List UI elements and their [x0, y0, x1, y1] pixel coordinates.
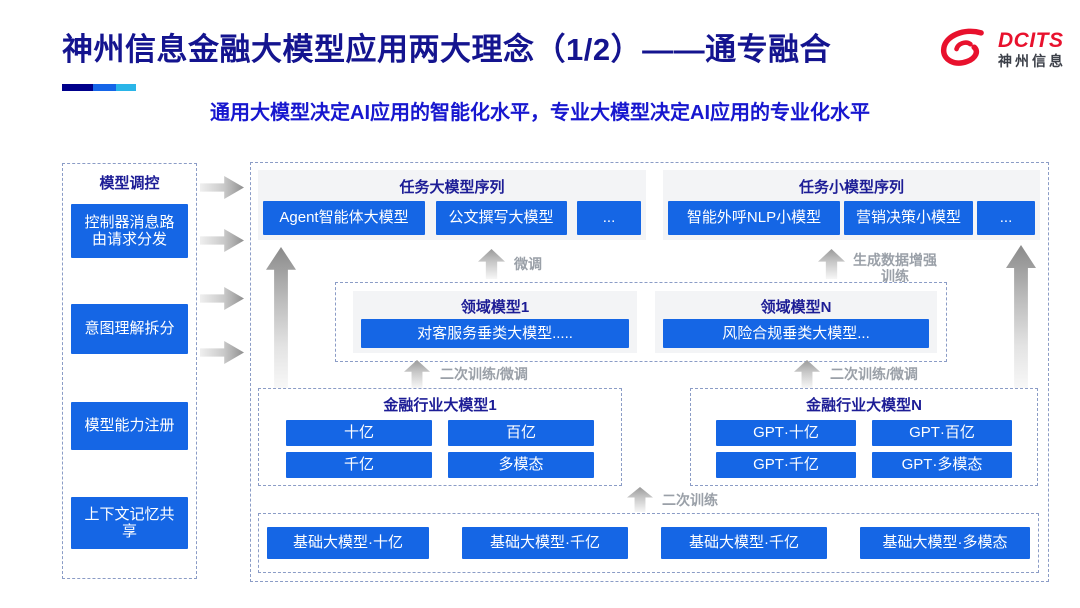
node-document-writing-large-model: 公文撰写大模型 — [435, 201, 567, 235]
node-more-small-models: ... — [977, 201, 1035, 235]
arrow-right-icon — [200, 229, 244, 252]
dcits-logo: DCITS 神州信息 — [938, 18, 1070, 80]
industry-model-n-title: 金融行业大模型N — [806, 397, 922, 414]
node-gpt-hundred-billion: GPT·千亿 — [716, 452, 856, 478]
task-large-series-title: 任务大模型序列 — [399, 179, 505, 196]
retrain-finetune-right-label: 二次训练/微调 — [830, 366, 918, 382]
node-outbound-nlp-small-model: 智能外呼NLP小模型 — [668, 201, 840, 235]
finetune-label: 微调 — [514, 256, 542, 272]
industry-model-1-title: 金融行业大模型1 — [383, 397, 497, 414]
node-customer-service-vertical-model: 对客服务垂类大模型..... — [361, 319, 629, 348]
task-small-model-series-panel: 任务小模型序列 智能外呼NLP小模型 营销决策小模型 ... — [663, 170, 1040, 240]
logo-brand-cn-text: 神州信息 — [998, 52, 1066, 69]
node-base-model-billion: 基础大模型·十亿 — [267, 527, 429, 559]
node-more-large-models: ... — [577, 201, 641, 235]
sidebar-item-controller-routing: 控制器消息路由请求分发 — [71, 204, 188, 258]
domain-model-n-panel: 领域模型N 风险合规垂类大模型... — [655, 291, 937, 353]
task-large-model-series-panel: 任务大模型序列 Agent智能体大模型 公文撰写大模型 ... — [258, 170, 646, 240]
sidebar-item-intent-split: 意图理解拆分 — [71, 304, 188, 354]
industry-model-n-panel: 金融行业大模型N GPT·十亿 GPT·百亿 GPT·千亿 GPT·多模态 — [690, 388, 1038, 486]
domain-model-1-panel: 领域模型1 对客服务垂类大模型..... — [353, 291, 637, 353]
model-control-title: 模型调控 — [99, 175, 160, 192]
dcits-swirl-icon — [941, 28, 984, 66]
sidebar-item-context-memory: 上下文记忆共享 — [71, 497, 188, 549]
domain-models-container: 领域模型1 对客服务垂类大模型..... 领域模型N 风险合规垂类大模型... — [335, 282, 947, 362]
node-gpt-multimodal: GPT·多模态 — [872, 452, 1012, 478]
logo-brand-text: DCITS — [998, 28, 1064, 52]
title-accent-bar — [62, 84, 136, 91]
retrain-label: 二次训练 — [662, 492, 718, 508]
domain-model-1-title: 领域模型1 — [460, 299, 530, 316]
slide-subtitle: 通用大模型决定AI应用的智能化水平，专业大模型决定AI应用的专业化水平 — [210, 102, 870, 124]
node-gpt-billion: GPT·十亿 — [716, 420, 856, 446]
node-base-model-hundred-billion: 基础大模型·千亿 — [462, 527, 628, 559]
arrow-right-icon — [200, 287, 244, 310]
node-base-model-hundred-billion-2: 基础大模型·千亿 — [661, 527, 827, 559]
node-hundred-billion: 千亿 — [286, 452, 432, 478]
node-gpt-ten-billion: GPT·百亿 — [872, 420, 1012, 446]
node-marketing-decision-small-model: 营销决策小模型 — [844, 201, 973, 235]
node-risk-compliance-vertical-model: 风险合规垂类大模型... — [663, 319, 929, 348]
data-augment-label: 生成数据增强训练 — [853, 252, 937, 285]
sidebar-item-capability-register: 模型能力注册 — [71, 402, 188, 450]
page-title: 神州信息金融大模型应用两大理念（1/2）——通专融合 — [62, 32, 832, 67]
accent-bar-segment — [62, 84, 93, 91]
accent-bar-segment — [116, 84, 136, 91]
domain-model-n-title: 领域模型N — [760, 299, 832, 316]
arrow-right-icon — [200, 341, 244, 364]
node-agent-large-model: Agent智能体大模型 — [263, 201, 425, 235]
model-control-panel: 模型调控 控制器消息路由请求分发 意图理解拆分 模型能力注册 上下文记忆共享 — [62, 163, 197, 579]
accent-bar-segment — [93, 84, 116, 91]
industry-model-1-panel: 金融行业大模型1 十亿 百亿 千亿 多模态 — [258, 388, 622, 486]
task-small-series-title: 任务小模型序列 — [798, 179, 904, 196]
arrow-right-icon — [200, 176, 244, 199]
node-ten-billion: 百亿 — [448, 420, 594, 446]
node-multimodal: 多模态 — [448, 452, 594, 478]
node-billion: 十亿 — [286, 420, 432, 446]
base-models-panel: 基础大模型·十亿 基础大模型·千亿 基础大模型·千亿 基础大模型·多模态 — [258, 513, 1039, 573]
retrain-finetune-left-label: 二次训练/微调 — [440, 366, 528, 382]
node-base-model-multimodal: 基础大模型·多模态 — [860, 527, 1030, 559]
